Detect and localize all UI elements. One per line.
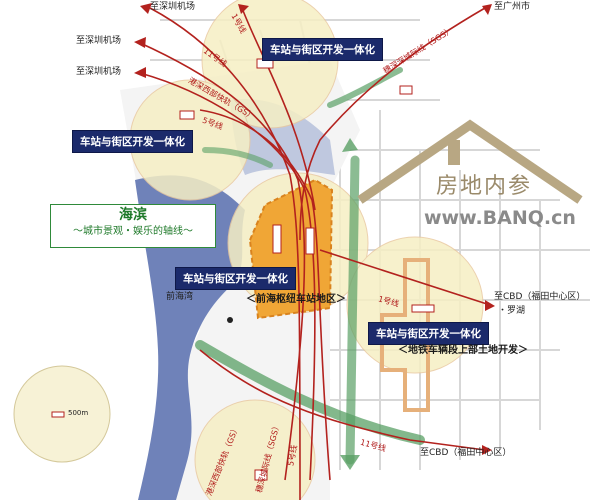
label-station-right: 车站与街区开发一体化 (368, 322, 489, 345)
seaside-subtitle: ～城市景观・娱乐的轴线～ (73, 226, 193, 237)
dest-cbd-bottom: 至CBD（福田中心区） (420, 448, 512, 458)
stations (179, 58, 435, 481)
place-qianhai-bay: 前海湾 (166, 292, 194, 302)
watermark-roof (357, 119, 583, 204)
label-station-top: 车站与街区开发一体化 (262, 38, 383, 61)
dest-airport-1: 至深圳机场 (76, 36, 122, 46)
seaside-title: 海滨 (119, 207, 147, 223)
green-corridors (195, 67, 425, 465)
scale-station-marker (51, 411, 65, 418)
watermark-cn: 房地内参 (436, 174, 533, 199)
zone-depot: ＜地铁车辆段上部土地开发＞ (398, 345, 528, 356)
dest-guangzhou: 至广州市 (494, 2, 531, 12)
dest-cbd-right: 至CBD（福田中心区） (494, 292, 586, 302)
metro-lines (137, 7, 491, 500)
scale-label: 500m (68, 409, 89, 417)
depot-outline (380, 258, 430, 412)
label-station-left: 车站与街区开发一体化 (72, 130, 193, 153)
label-station-center: 车站与街区开发一体化 (175, 267, 296, 290)
seaside-label: 海滨 ～城市景观・娱乐的轴线～ (50, 204, 216, 248)
zone-hub: ＜前海枢纽车站地区＞ (246, 294, 346, 305)
dest-airport-2: 至深圳机场 (76, 67, 122, 77)
watermark-url: www.BANQ.cn (424, 207, 576, 229)
dest-airport-top: 至深圳机场 (150, 2, 196, 12)
watermark-chimney (448, 140, 460, 165)
line-arrows (134, 3, 495, 455)
dest-luohu: ・罗湖 (498, 306, 526, 316)
bay-water (135, 175, 245, 500)
